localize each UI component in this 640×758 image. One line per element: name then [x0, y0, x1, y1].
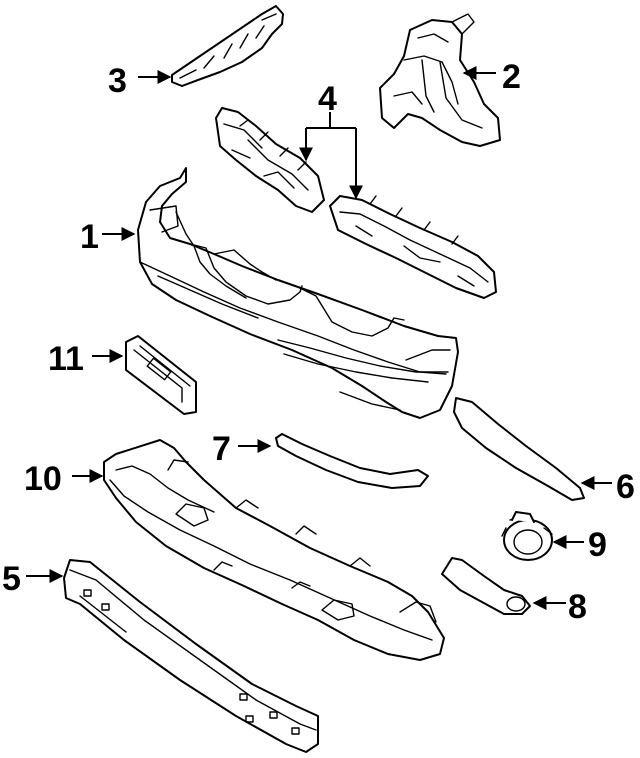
callout-7: 7 — [212, 430, 231, 468]
callout-9: 9 — [588, 526, 607, 564]
part-2-side-bracket — [379, 13, 501, 147]
part-3-upper-bracket — [171, 5, 284, 87]
part-6-grille — [453, 397, 585, 501]
callout-labels: 3 2 4 1 11 7 10 6 9 5 8 — [2, 58, 635, 626]
part-5-reinforcement-beam — [63, 559, 319, 753]
callout-10: 10 — [24, 460, 62, 498]
part-1-bumper-cover — [137, 167, 459, 419]
callout-3: 3 — [108, 62, 127, 100]
callout-11: 11 — [48, 340, 84, 378]
part-10-undertray — [103, 439, 445, 661]
leader-lines — [26, 66, 612, 610]
part-11-plate-bracket — [125, 335, 197, 415]
callout-1: 1 — [80, 218, 99, 256]
callout-4: 4 — [318, 80, 337, 118]
part-4-left-bracket — [215, 107, 325, 213]
callout-8: 8 — [568, 588, 587, 626]
callout-5: 5 — [2, 560, 21, 598]
callout-2: 2 — [502, 58, 521, 96]
part-4-right-bracket — [329, 195, 497, 299]
part-9-fog-lamp-ring — [501, 511, 553, 561]
part-7-trim-strip — [275, 433, 429, 489]
part-8-fog-cover — [441, 557, 531, 615]
leader-4-bar — [306, 112, 356, 129]
callout-6: 6 — [616, 468, 635, 506]
